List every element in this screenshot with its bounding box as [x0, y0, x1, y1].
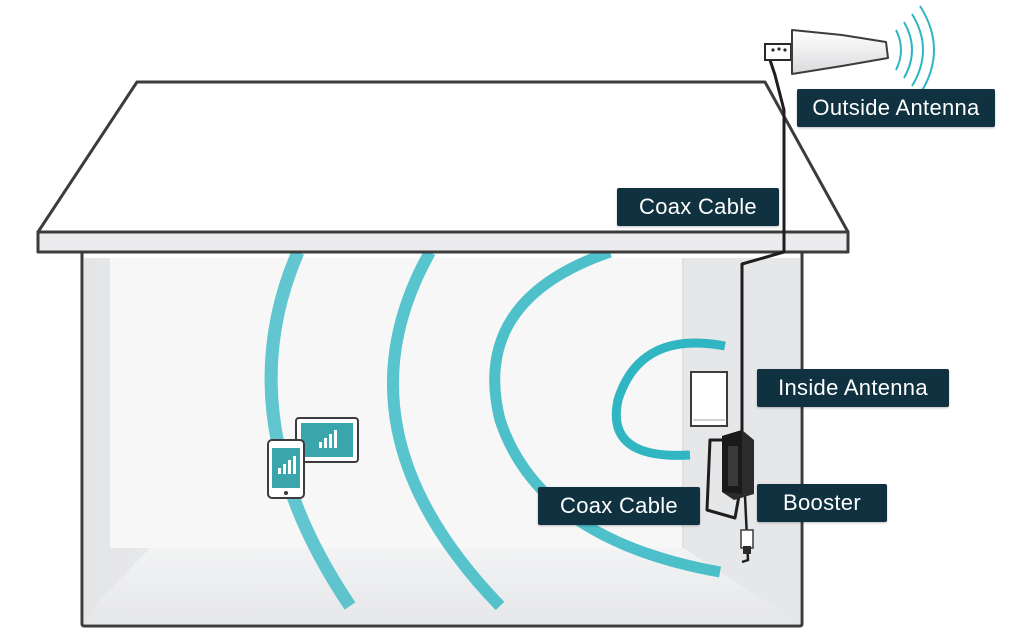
signal-wave: [264, 250, 356, 610]
signal-wave: [489, 250, 721, 578]
outside-antenna-label: Outside Antenna: [797, 89, 995, 127]
roof: [36, 80, 850, 254]
outside-antenna-icon: [764, 5, 935, 95]
inside-antenna-label: Inside Antenna: [757, 369, 949, 407]
inside-antenna-icon: [690, 371, 728, 427]
coax-cable-indoor: [705, 438, 742, 520]
tablet-icon: [295, 417, 359, 463]
house: [80, 244, 804, 628]
power-cord: [741, 495, 750, 564]
power-adapter-icon: [740, 529, 754, 554]
signal-waves: [264, 250, 726, 611]
booster-icon: [722, 430, 754, 500]
signal-wave: [386, 250, 505, 611]
signal-wave: [611, 338, 726, 460]
coax-cable-label-bottom: Coax Cable: [538, 487, 700, 525]
phone-icon: [267, 439, 305, 499]
coax-cable-label-top: Coax Cable: [617, 188, 779, 226]
booster-label: Booster: [757, 484, 887, 522]
